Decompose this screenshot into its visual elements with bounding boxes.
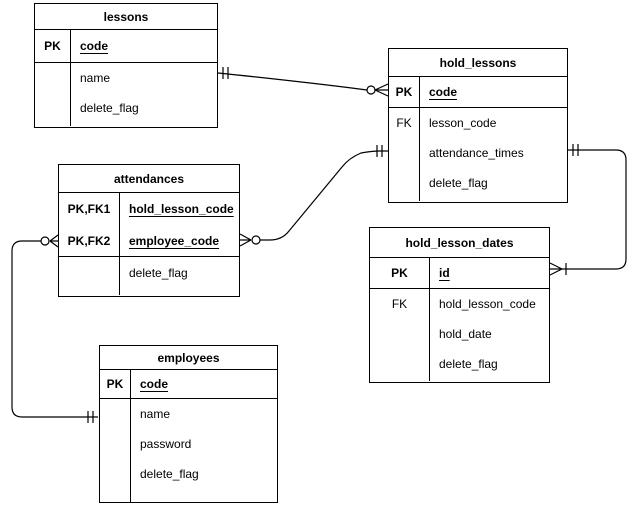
column-divider [130, 370, 131, 502]
field-name: delete_flag [140, 467, 199, 481]
key-label: PK [391, 266, 408, 280]
field-name: password [140, 437, 192, 451]
table-row: delete_flag [59, 257, 239, 288]
table-row: delete_flag [35, 93, 217, 123]
key-label: FK [391, 297, 408, 311]
entity-title: hold_lessons [389, 49, 567, 77]
table-row: PK,FK1 hold_lesson_code [59, 193, 239, 225]
key-label: PK,FK1 [67, 202, 111, 216]
field-name: delete_flag [439, 357, 498, 371]
entity-title: employees [100, 346, 277, 370]
field-name: hold_date [439, 327, 492, 341]
table-row: delete_flag [389, 168, 567, 198]
field-name: hold_lesson_code [439, 297, 536, 311]
key-label: PK,FK2 [67, 233, 111, 248]
table-row: FK lesson_code [389, 108, 567, 138]
field-name: delete_flag [129, 265, 188, 280]
entity-employees[interactable]: employees PK code name password [99, 345, 278, 503]
column-divider [429, 258, 430, 381]
one-and-only-one-marker [572, 144, 579, 156]
entity-hold_lessons[interactable]: hold_lessons PK code FK lesson_code atte… [388, 48, 568, 203]
field-name: attendance_times [429, 146, 524, 160]
field-name: name [80, 71, 111, 85]
key-label: PK [395, 85, 413, 99]
one-and-only-one-marker [87, 411, 94, 423]
key-label: PK [106, 377, 124, 391]
table-row: delete_flag [370, 349, 549, 379]
relationship-attendances-hold_lessons[interactable] [239, 145, 388, 247]
entity-lessons[interactable]: lessons PK code name delete_flag [34, 3, 218, 128]
one-and-only-one-marker [376, 145, 383, 157]
key-label: PK [44, 39, 61, 53]
entity-title: hold_lesson_dates [370, 228, 549, 258]
field-name: code [429, 85, 458, 99]
table-row: attendance_times [389, 138, 567, 168]
table-row: name [35, 63, 217, 93]
table-row: PK id [370, 258, 549, 288]
table-row: delete_flag [100, 459, 277, 489]
field-name: hold_lesson_code [129, 202, 234, 216]
table-row: hold_date [370, 319, 549, 349]
one-or-many-marker [549, 262, 567, 276]
field-name: lesson_code [429, 116, 497, 130]
field-name: delete_flag [80, 101, 139, 115]
entity-attendances[interactable]: attendances PK,FK1 hold_lesson_code PK,F… [58, 164, 240, 297]
table-row: PK code [35, 30, 217, 62]
zero-or-many-marker [366, 85, 376, 95]
entity-title: attendances [59, 165, 239, 193]
entity-hold_lesson_dates[interactable]: hold_lesson_dates PK id FK hold_lesson_c… [369, 227, 550, 383]
table-row: PK code [389, 77, 567, 107]
table-row: name [100, 399, 277, 429]
one-and-only-one-marker [222, 67, 229, 79]
zero-or-many-marker [251, 235, 261, 245]
entity-title: lessons [35, 4, 217, 30]
relationship-hold_lessons-hold_lesson_dates[interactable] [549, 144, 627, 276]
zero-or-many-marker [40, 236, 50, 246]
field-name: employee_code [129, 233, 220, 248]
column-divider [70, 30, 71, 126]
key-label: FK [396, 116, 412, 130]
table-row: password [100, 429, 277, 459]
table-row: PK code [100, 370, 277, 398]
table-row: FK hold_lesson_code [370, 289, 549, 319]
field-name: code [80, 39, 109, 53]
field-name: code [140, 377, 169, 391]
field-name: id [439, 266, 450, 280]
relationship-employees-attendances[interactable] [11, 234, 98, 423]
table-row: PK,FK2 employee_code [59, 225, 239, 256]
field-name: delete_flag [429, 176, 488, 190]
column-divider [419, 77, 420, 201]
column-divider [119, 193, 120, 295]
field-name: name [140, 407, 171, 421]
relationship-lessons-hold_lessons[interactable] [217, 67, 389, 97]
